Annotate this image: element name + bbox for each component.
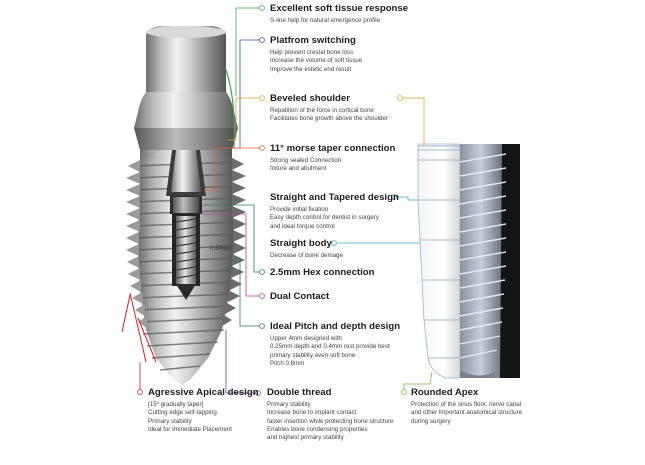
pitch-value: Pitch 0.8mm	[270, 359, 305, 367]
feature-title: Straight and Tapered design	[270, 192, 399, 203]
feature-title: Beveled shoulder	[270, 93, 350, 104]
screw-tip	[176, 284, 196, 300]
leader-beveled-right	[400, 97, 425, 146]
profile-photo-apex	[460, 370, 495, 378]
feature-title: Agressive Apical design	[148, 387, 259, 398]
feature-double-thread: Double thread Primary stability Increase…	[267, 387, 394, 442]
feature-title: 11° morse taper connection	[270, 143, 396, 154]
feature-dual-contact: Dual Contact	[270, 291, 329, 302]
implant-render	[126, 26, 246, 385]
leader-pitch	[236, 257, 262, 327]
feature-soft-tissue: Excellent soft tissue response S-line he…	[270, 3, 408, 25]
feature-title: Straight body	[270, 238, 332, 249]
leader-morse	[204, 147, 262, 191]
implant-profile-view	[417, 143, 520, 379]
leader-soft-tissue	[235, 7, 262, 96]
profile-rings	[418, 145, 460, 359]
feature-desc: Upper 4mm designed with 0.25mm depth and…	[270, 335, 390, 359]
feature-desc: Provide initial fixation Easy depth cont…	[270, 206, 380, 230]
thread-teeth-right	[222, 158, 246, 326]
feature-title: Dual Contact	[270, 291, 330, 302]
tissue-curve	[225, 69, 235, 149]
feature-morse-taper: 11° morse taper connection Strong sealed…	[270, 143, 395, 174]
feature-apical-design: Agressive Apical design [15º gradually t…	[148, 387, 259, 434]
feature-title: Ideal Pitch and depth design	[270, 321, 401, 332]
feature-desc: Protection of the sinus floor, nerve can…	[411, 401, 523, 425]
feature-desc: Repatition of the force in cortical bone…	[270, 107, 388, 123]
feature-title: Platfrom switching	[270, 35, 356, 46]
feature-beveled-shoulder: Beveled shoulder Repatition of the force…	[270, 93, 388, 124]
feature-desc: Primary stability Increase bone to impla…	[267, 401, 394, 442]
leader-apex	[403, 371, 433, 392]
abutment-screw	[176, 216, 196, 284]
pitch-label: 0.8Pitch	[210, 246, 232, 252]
feature-title: 2.5mm Hex connection	[270, 267, 375, 278]
feature-straight-tapered: Straight and Tapered design Provide init…	[270, 192, 399, 231]
feature-desc: Help prevent crestal bone loss Increase …	[270, 49, 363, 73]
leader-straight-tapered	[394, 196, 418, 201]
feature-title: Double thread	[267, 387, 332, 398]
abutment-top	[146, 26, 226, 38]
feature-desc: Decrease of bone demage	[270, 252, 343, 259]
profile-photo-dark	[500, 144, 520, 378]
beveled-shoulder	[134, 128, 238, 150]
thread-teeth-left	[126, 160, 147, 328]
feature-desc: [15º gradually taper] Cutting edge self-…	[148, 401, 232, 433]
leader-hex	[202, 204, 262, 273]
profile-photo-threads	[459, 153, 507, 359]
feature-title: Rounded Apex	[411, 387, 479, 398]
feature-desc: S-line help for natural emergence profil…	[270, 17, 381, 24]
leader-dual	[202, 213, 262, 297]
feature-title: Excellent soft tissue response	[270, 3, 409, 14]
feature-desc: Strong sealed Connection fixture and abu…	[270, 157, 342, 173]
feature-ideal-pitch: Ideal Pitch and depth design Upper 4mm d…	[270, 321, 400, 368]
abutment-body	[146, 26, 226, 92]
feature-platform-switching: Platfrom switching Help prevent crestal …	[270, 35, 362, 74]
feature-straight-body: Straight body Decrease of bone demage	[270, 238, 343, 260]
abutment-post	[171, 150, 201, 192]
callout-lines	[137, 5, 433, 396]
apical-angle-lines	[121, 292, 157, 363]
hex-insert	[173, 197, 199, 213]
screw-threads	[175, 218, 197, 279]
profile-outline	[417, 143, 461, 379]
abutment-collar	[134, 92, 238, 128]
feature-rounded-apex: Rounded Apex Protection of the sinus flo…	[411, 387, 522, 426]
feature-hex-connection: 2.5mm Hex connection	[270, 267, 375, 278]
leader-double-thread	[225, 330, 258, 394]
leader-beveled	[228, 97, 262, 141]
